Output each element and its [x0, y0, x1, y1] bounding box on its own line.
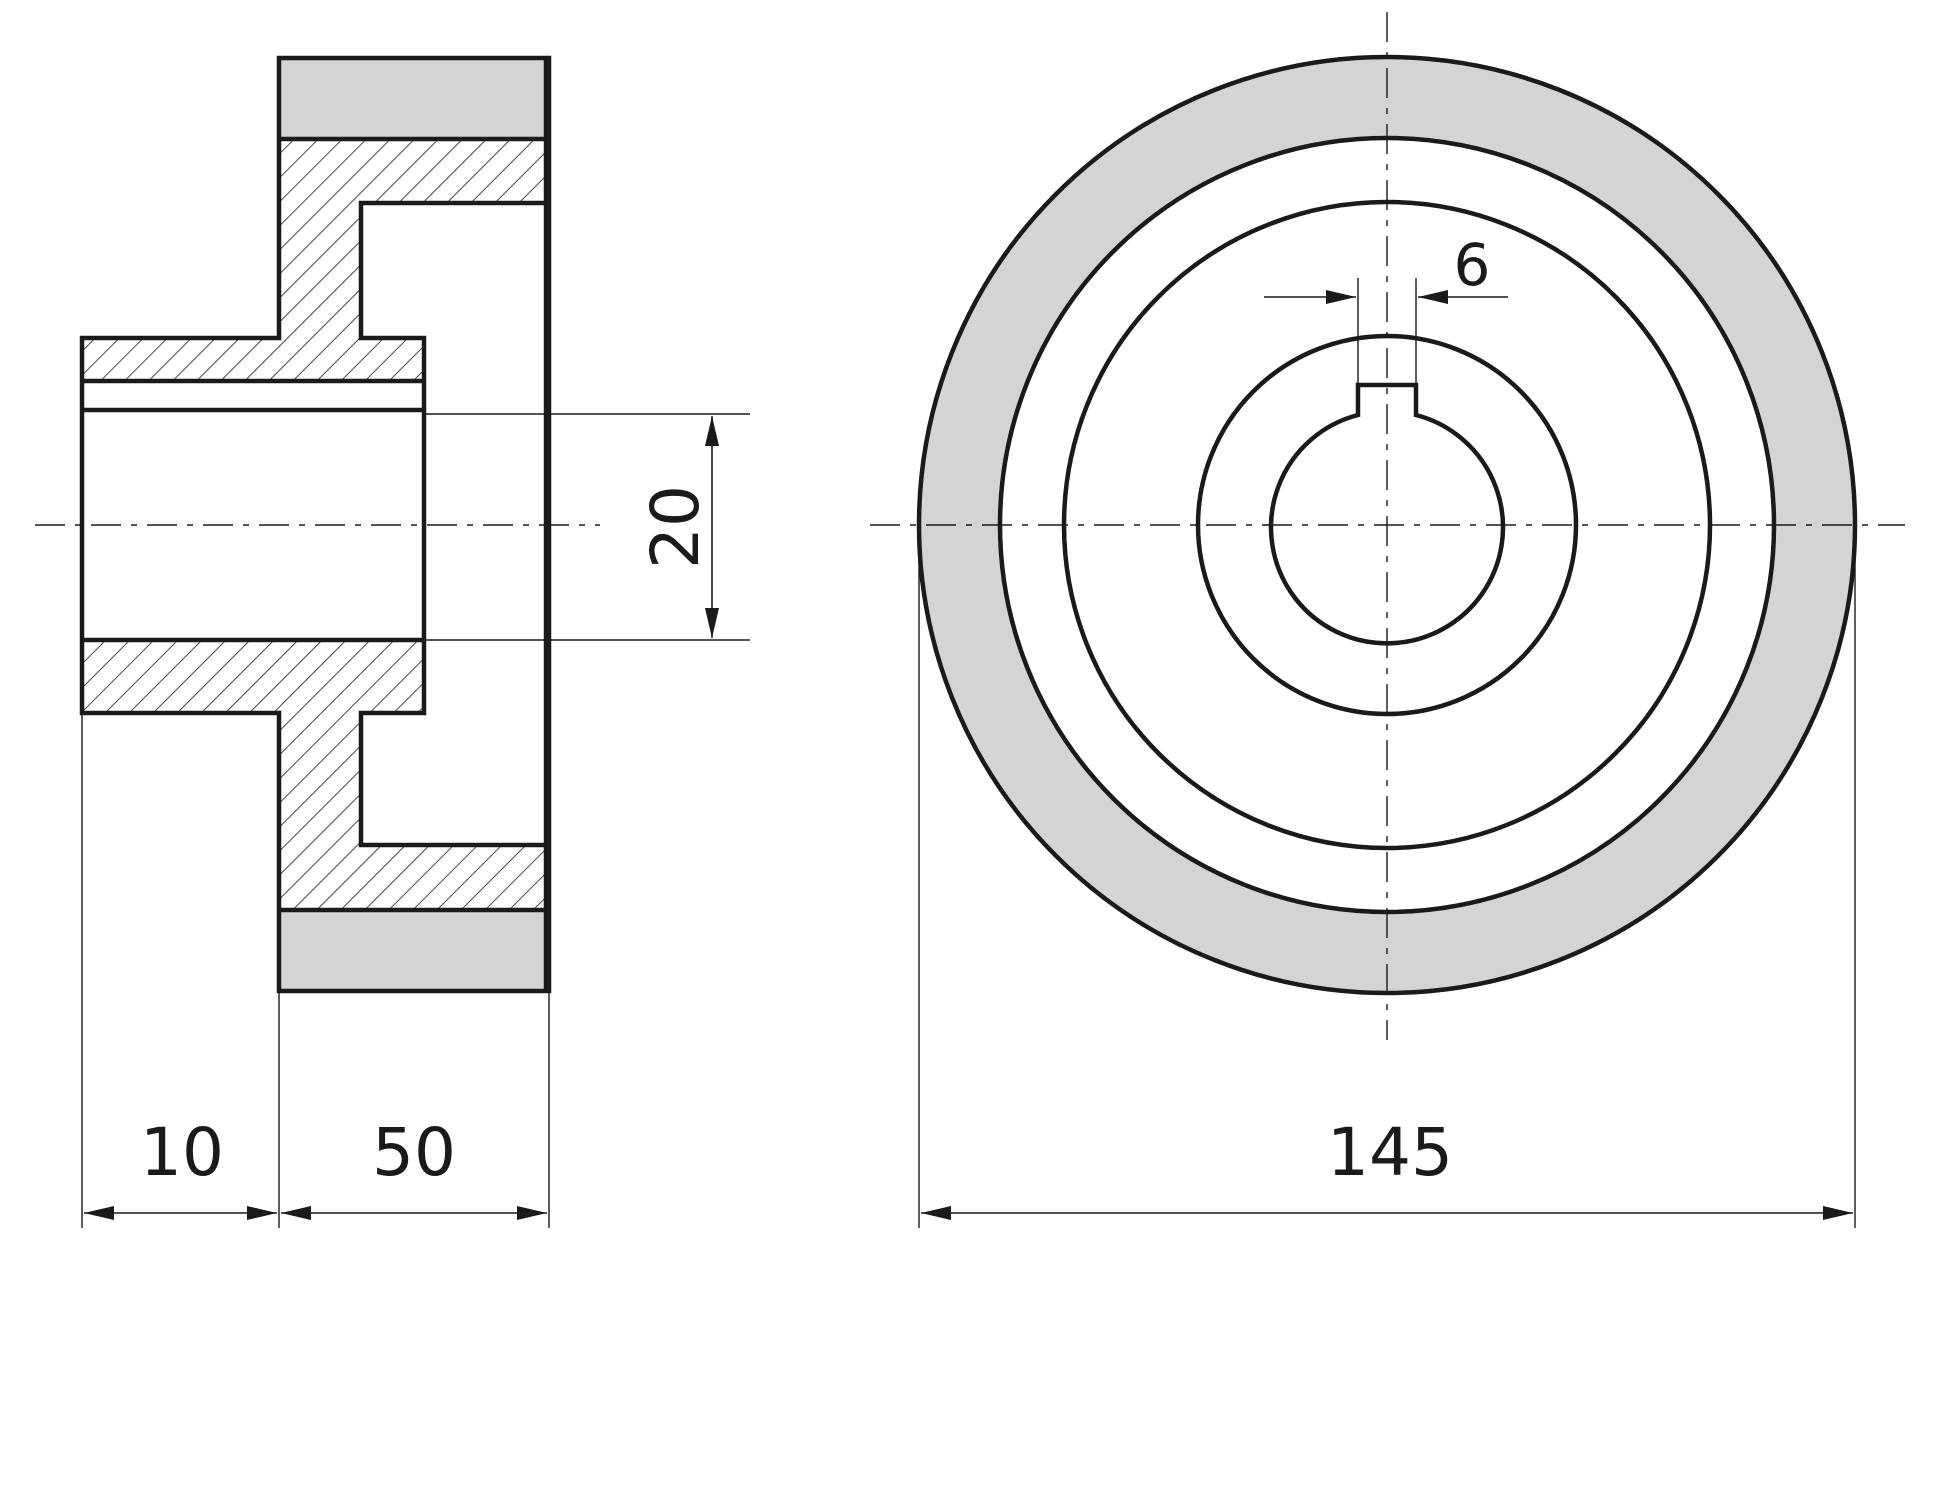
front-view: 6 145 [870, 12, 1905, 1228]
dim-label-hub: 10 [140, 1114, 224, 1191]
dim-label-key: 6 [1454, 231, 1491, 299]
dim-label-bore: 20 [637, 485, 714, 569]
section-outline [79, 55, 552, 994]
rim-bottom-gray [279, 910, 546, 991]
web-top-hatch [82, 139, 546, 381]
dim-label-od: 145 [1327, 1114, 1453, 1191]
recess-outline [358, 200, 546, 848]
rim-top-gray [279, 58, 546, 139]
dim-label-rim: 50 [372, 1114, 456, 1191]
section-view: 20 10 50 [35, 55, 750, 1228]
bore-with-keyway [1268, 382, 1506, 646]
web-bottom-hatch [82, 640, 546, 910]
